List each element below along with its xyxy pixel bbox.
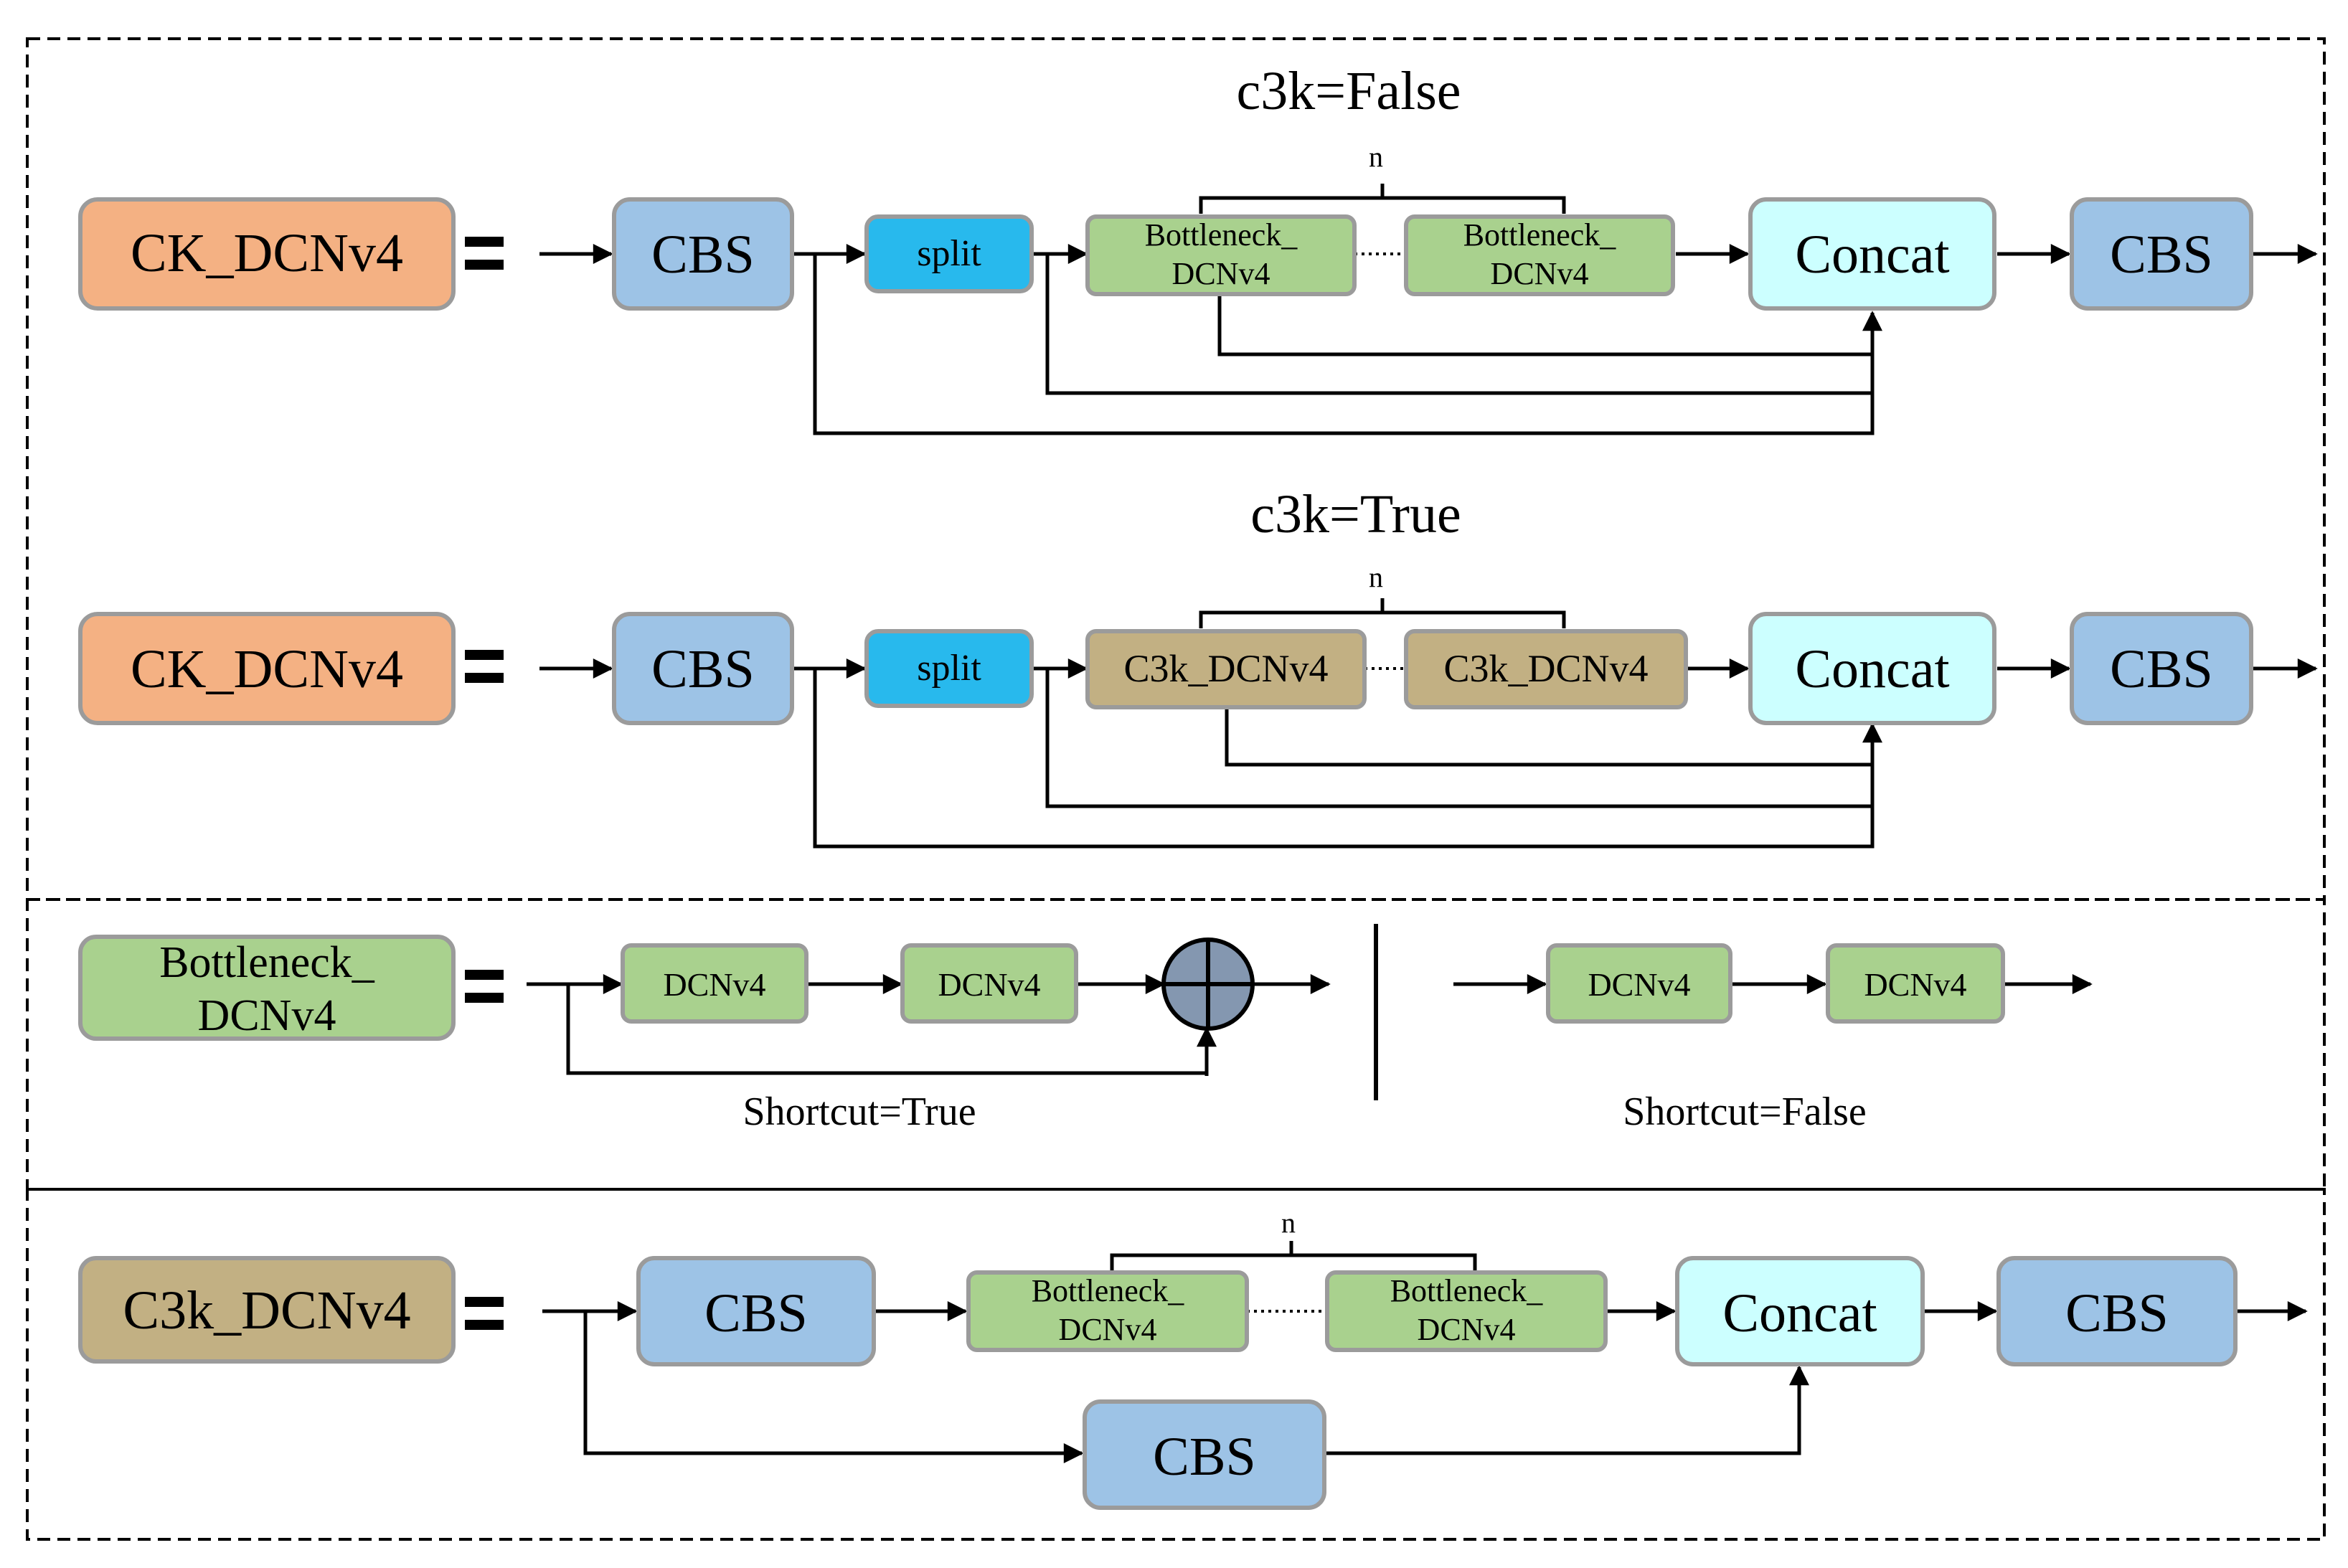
concat-label: Concat [1795,225,1949,285]
lhs-label: CK_DCNv4 [131,223,403,283]
dcnv4-label: DCNv4 [938,966,1040,1003]
section-bottleneck: Bottleneck_ DCNv4 DCNv4 DCNv4 Shortcu [78,924,2093,1134]
cbs-in-label: CBS [651,225,755,285]
cbs-out-box [1996,1256,2238,1366]
lhs-label-line1: Bottleneck_ [159,938,375,987]
cbs-out-label: CBS [2110,639,2213,699]
cbs-in-box [636,1256,876,1366]
c3k-label: C3k_DCNv4 [1443,647,1648,690]
equals-sign [465,650,504,683]
concat-box [1748,612,1996,725]
skip-connection [1217,296,1872,356]
cbs-in-box [612,612,794,725]
lhs-label-line2: DCNv4 [198,991,336,1040]
cbs-in-label: CBS [651,639,755,699]
concat-label: Concat [1795,639,1949,699]
concat-box [1748,197,1996,311]
bottleneck-label-line2: DCNv4 [1059,1312,1157,1347]
dcnv4-label: DCNv4 [663,966,765,1003]
concat-box [1675,1256,1925,1366]
skip-connection [1045,669,1872,808]
frame-middle [26,898,2326,1191]
section-c3k-false: c3k=False CK_DCNv4 n CBS split [78,61,2318,435]
concat-label: Concat [1722,1283,1877,1343]
equals-sign [465,1297,504,1330]
dcnv4-label: DCNv4 [1864,966,1966,1003]
split-label: split [917,233,981,274]
dcnv4-label: DCNv4 [1588,966,1690,1003]
shortcut-false-caption: Shortcut=False [1623,1090,1867,1134]
bottleneck-label-line1: Bottleneck_ [1463,217,1617,252]
dcnv4-box [621,943,808,1024]
section-title: c3k=True [1250,484,1461,544]
bottleneck-box-1 [966,1270,1249,1352]
split-box [864,214,1034,293]
dcnv4-box [900,943,1078,1024]
skip-connection [813,669,1875,849]
cbs-skip-box [1083,1399,1326,1510]
repeat-count: n [1369,561,1383,593]
frame-top [26,37,2326,901]
bottleneck-label-line2: DCNv4 [1418,1312,1516,1347]
cbs-out-label: CBS [2065,1283,2169,1343]
c3k-label: C3k_DCNv4 [1123,647,1328,690]
cbs-out-box [2070,197,2253,311]
c3k-box-1 [1085,629,1367,709]
repeat-bracket [1199,610,1566,628]
cbs-in-label: CBS [704,1283,808,1343]
equals-sign [465,237,504,270]
skip-connection [583,1311,1084,1463]
repeat-bracket [1110,1253,1477,1271]
bottleneck-label-line2: DCNv4 [1172,256,1270,291]
section-c3k-definition: C3k_DCNv4 n CBS Bottleneck_ DCNv4 Bottle… [78,1206,2308,1510]
split-box [864,629,1034,708]
shortcut-true-caption: Shortcut=True [742,1090,976,1134]
skip-connection [1324,1365,1809,1455]
bottleneck-label-line1: Bottleneck_ [1390,1273,1544,1308]
dcnv4-box [1826,943,2005,1024]
skip-connection [813,254,1875,435]
cbs-out-label: CBS [2110,225,2213,285]
c3k-box-2 [1404,629,1688,709]
bottleneck-label-line1: Bottleneck_ [1032,1273,1185,1308]
repeat-count: n [1281,1206,1296,1239]
lhs-label: C3k_DCNv4 [123,1280,410,1341]
cbs-out-box [2070,612,2253,725]
cbs-skip-label: CBS [1153,1427,1256,1487]
lhs-box [78,1256,456,1364]
repeat-count: n [1369,141,1383,173]
lhs-box [78,935,456,1041]
lhs-box [78,612,456,725]
equals-sign [465,970,504,1003]
cbs-in-box [612,197,794,311]
split-label: split [917,648,981,689]
bottleneck-box-2 [1325,1270,1608,1352]
residual-connection [566,984,1207,1075]
bottleneck-label-line2: DCNv4 [1491,256,1589,291]
dcnv4-box [1546,943,1732,1024]
bottleneck-box-2 [1404,214,1675,296]
lhs-box [78,197,456,311]
repeat-bracket [1199,196,1566,214]
bottleneck-box-1 [1085,214,1357,296]
section-c3k-true: c3k=True CK_DCNv4 n CBS split [78,484,2318,849]
skip-connection [1045,254,1872,395]
skip-connection [1225,707,1872,767]
bottleneck-label-line1: Bottleneck_ [1145,217,1298,252]
add-node-icon [1161,938,1255,1031]
lhs-label: CK_DCNv4 [131,639,403,699]
section-title: c3k=False [1236,61,1461,121]
